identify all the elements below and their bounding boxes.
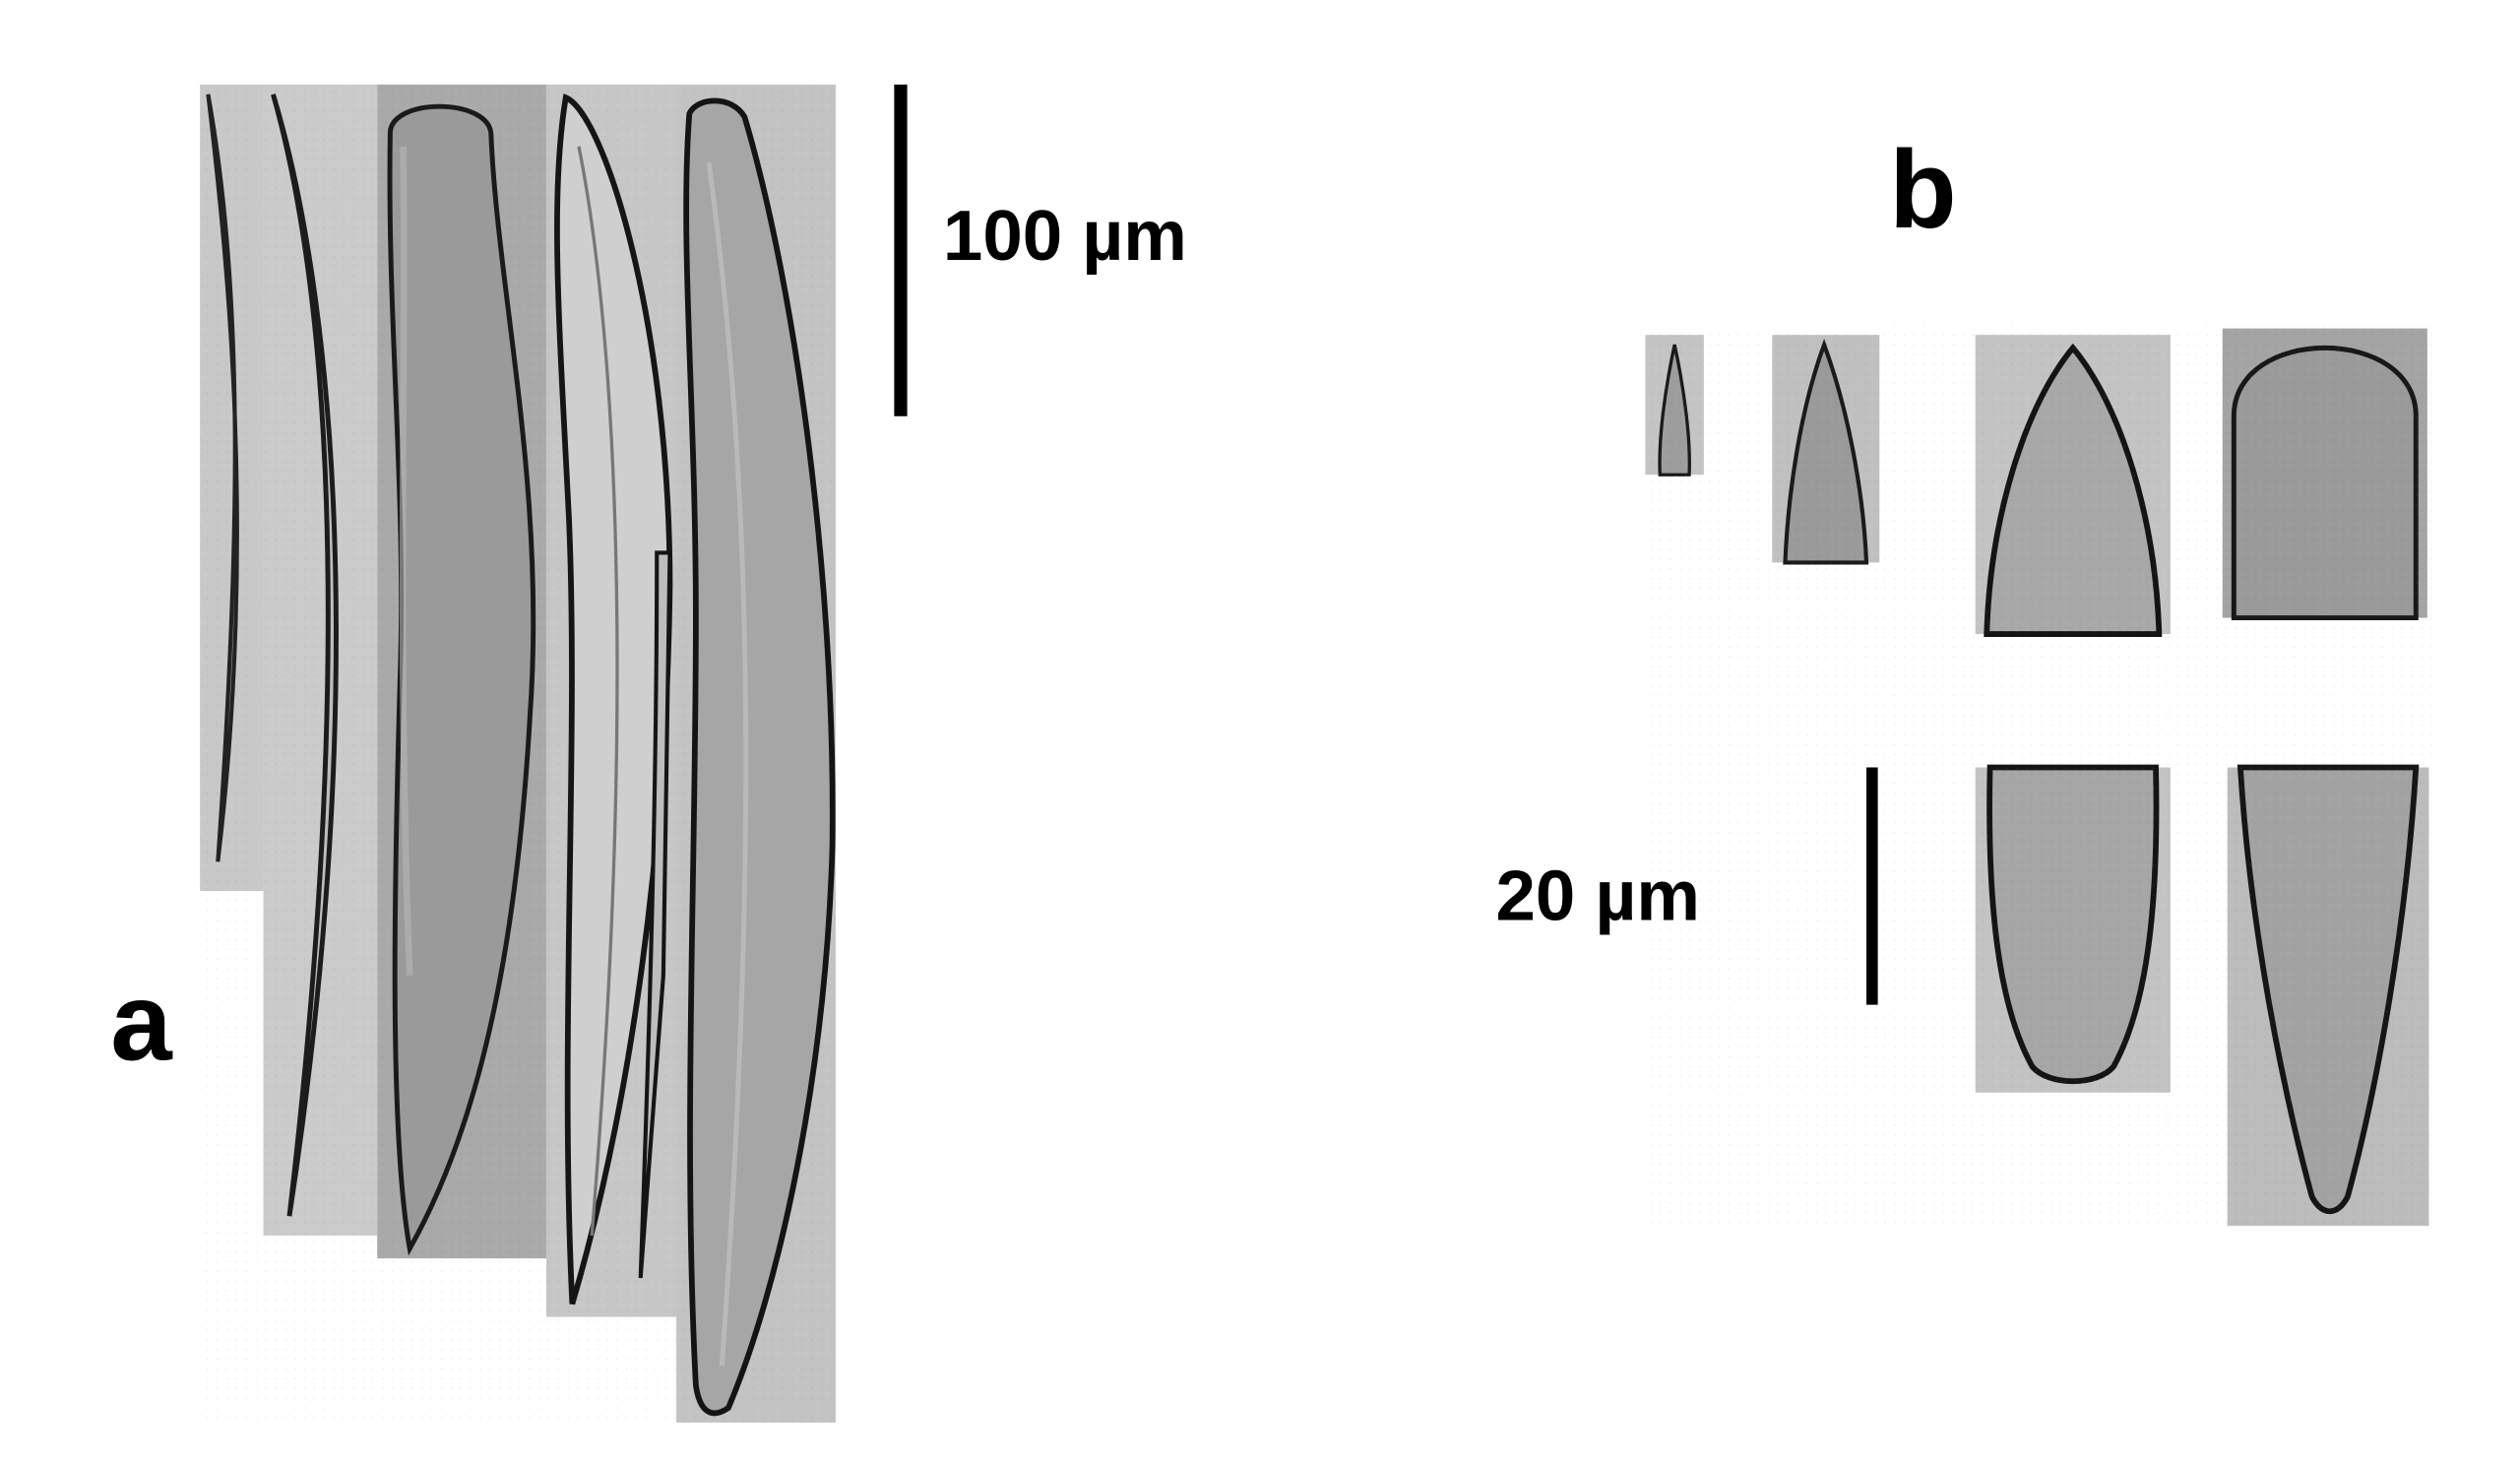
spicule-4 [554, 94, 673, 1305]
panel-b-label: b [1889, 127, 1957, 251]
spicule-5 [683, 97, 836, 1417]
scale-bar-20 [1866, 767, 1878, 1005]
spicule-1 [206, 94, 239, 862]
scale-bar-100-label: 100 µm [943, 196, 1187, 276]
scale-bar-100 [894, 84, 908, 416]
spicule-2 [271, 94, 339, 1217]
panel-a-label: a [110, 960, 173, 1084]
panel-a: a 100 µm [110, 84, 1187, 1424]
scale-bar-20-label: 20 µm [1495, 857, 1699, 936]
panel-b: b 20 µm [1495, 127, 2432, 1230]
